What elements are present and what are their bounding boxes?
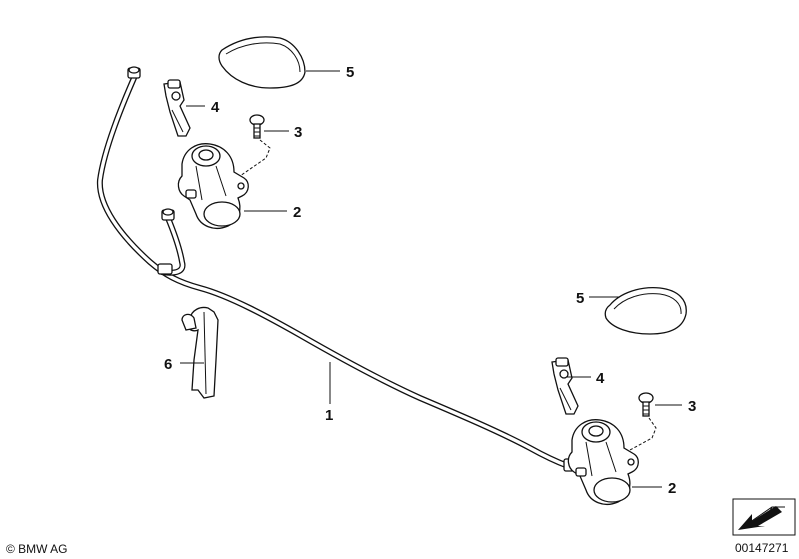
callout-5-right: 5	[576, 290, 584, 307]
callout-4-left: 4	[211, 99, 220, 116]
diagram-id-text: 00147271	[735, 541, 789, 555]
copyright-text: © BMW AG	[6, 542, 68, 556]
jet-holder-right	[551, 357, 579, 415]
washer-nozzle-left	[177, 143, 249, 229]
callout-1: 1	[325, 407, 333, 424]
cover-cap-right	[604, 287, 687, 335]
washer-nozzle-right	[567, 419, 639, 505]
jet-holder-left	[163, 79, 191, 137]
callout-3-right: 3	[688, 398, 696, 415]
cover-cap-left	[218, 36, 306, 89]
screw-left	[239, 114, 271, 177]
callout-4-right: 4	[596, 370, 605, 387]
callout-6: 6	[164, 356, 172, 373]
callout-2-left: 2	[293, 204, 301, 221]
washer-hose	[96, 66, 575, 472]
arrow-icon	[732, 498, 796, 536]
callout-3-left: 3	[294, 124, 302, 141]
screw-right	[629, 392, 657, 451]
callout-5-left: 5	[346, 64, 354, 81]
leader-lines	[180, 70, 682, 488]
callout-2-right: 2	[668, 480, 676, 497]
hose-clip	[181, 306, 219, 399]
